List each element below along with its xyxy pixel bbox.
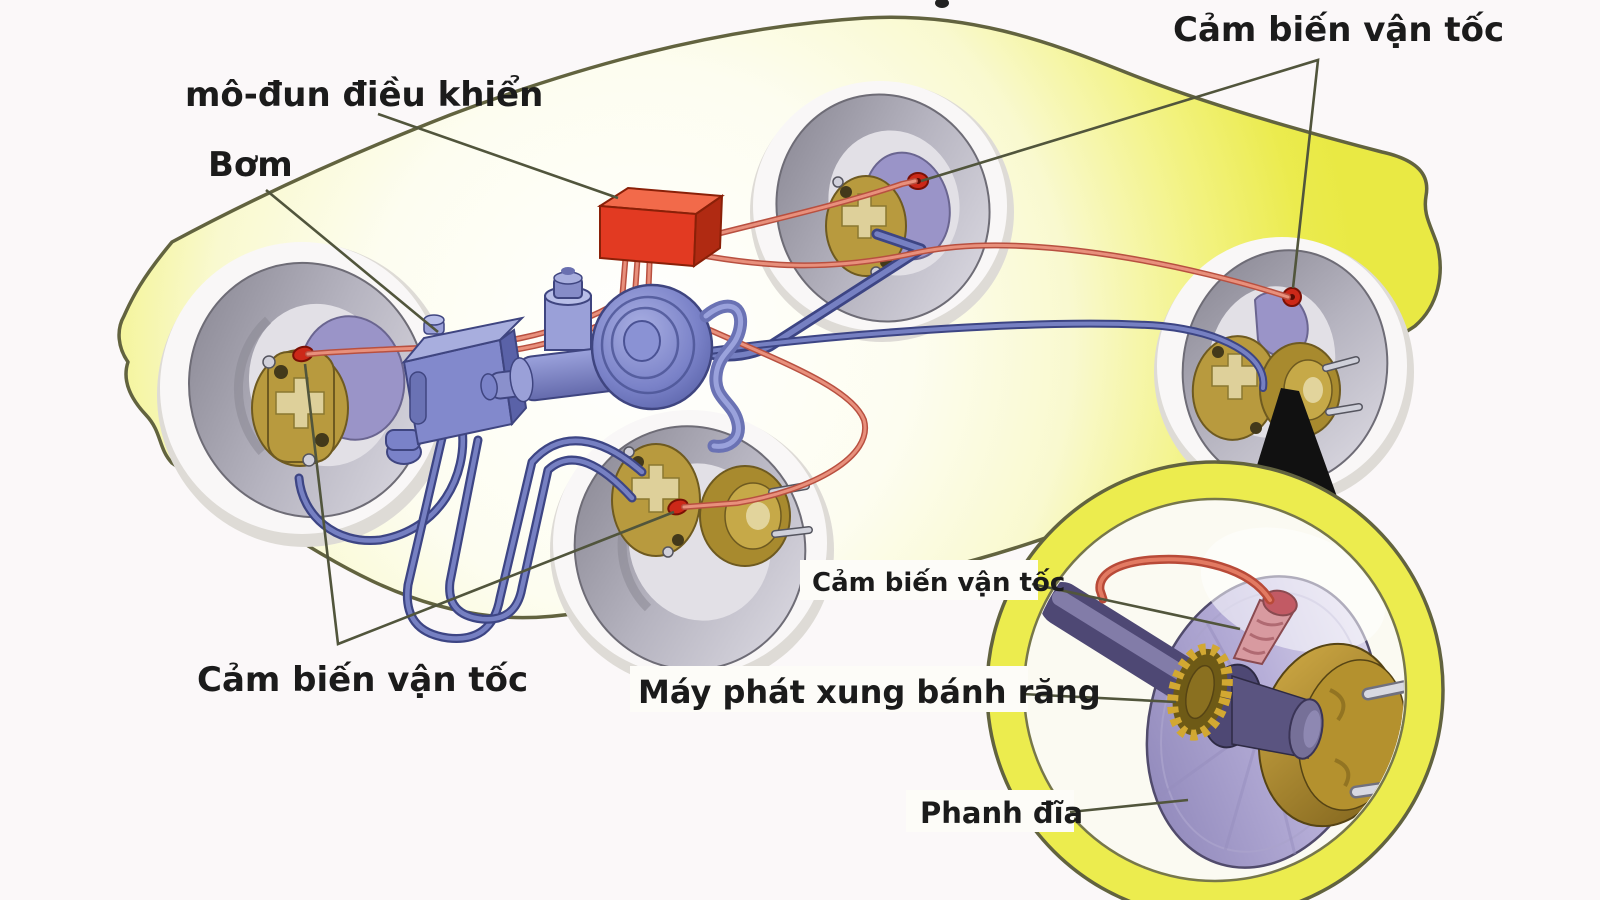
inset-detail-circle xyxy=(985,460,1445,900)
brake-line-rear-bottom-2 xyxy=(445,435,637,624)
leader-tone-wheel xyxy=(1021,692,1177,704)
inset-tone-wheel xyxy=(1167,643,1233,741)
leader-lines xyxy=(265,58,1320,814)
leader-control-module xyxy=(377,112,619,200)
leader-sensor-bottom-left xyxy=(303,363,675,646)
hydraulic-lines xyxy=(294,228,1268,643)
label-pulse-generator: Máy phát xung bánh răng xyxy=(638,673,1101,711)
label-speed-sensor-top-right: Cảm biến vận tốc xyxy=(1173,10,1504,50)
leader-sensor-inset xyxy=(1031,582,1241,631)
leader-pump xyxy=(265,188,439,334)
label-control-module: mô-đun điều khiển xyxy=(185,74,543,115)
cropped-text-remnant xyxy=(935,0,949,8)
wire-rear-bottom xyxy=(644,249,869,510)
brake-line-front-left xyxy=(294,423,468,546)
leader-sensor-top-right xyxy=(920,58,1320,289)
wheel-speed-sensor-dot xyxy=(667,498,689,516)
wheel-rear-top xyxy=(775,93,991,323)
wheel-front-right xyxy=(1181,249,1389,487)
label-patch xyxy=(906,790,1074,832)
inset-speed-sensor xyxy=(1095,554,1298,666)
label-patch xyxy=(800,560,1038,600)
label-speed-sensor-bottom-left: Cảm biến vận tốc xyxy=(197,660,528,700)
brake-booster xyxy=(590,283,748,453)
label-disc-brake: Phanh đĩa xyxy=(920,796,1083,830)
label-pump: Bơm xyxy=(208,145,293,185)
brake-line-rear-bottom-1 xyxy=(402,433,647,643)
label-patch xyxy=(630,666,1028,712)
leader-disc-brake xyxy=(1069,798,1189,814)
wire-front-right xyxy=(671,242,1291,300)
brake-line-front-right xyxy=(698,319,1268,392)
label-speed-sensor-inset: Cảm biến vận tốc xyxy=(812,567,1065,598)
control-module-box xyxy=(596,186,725,268)
brake-caliper xyxy=(251,349,349,467)
